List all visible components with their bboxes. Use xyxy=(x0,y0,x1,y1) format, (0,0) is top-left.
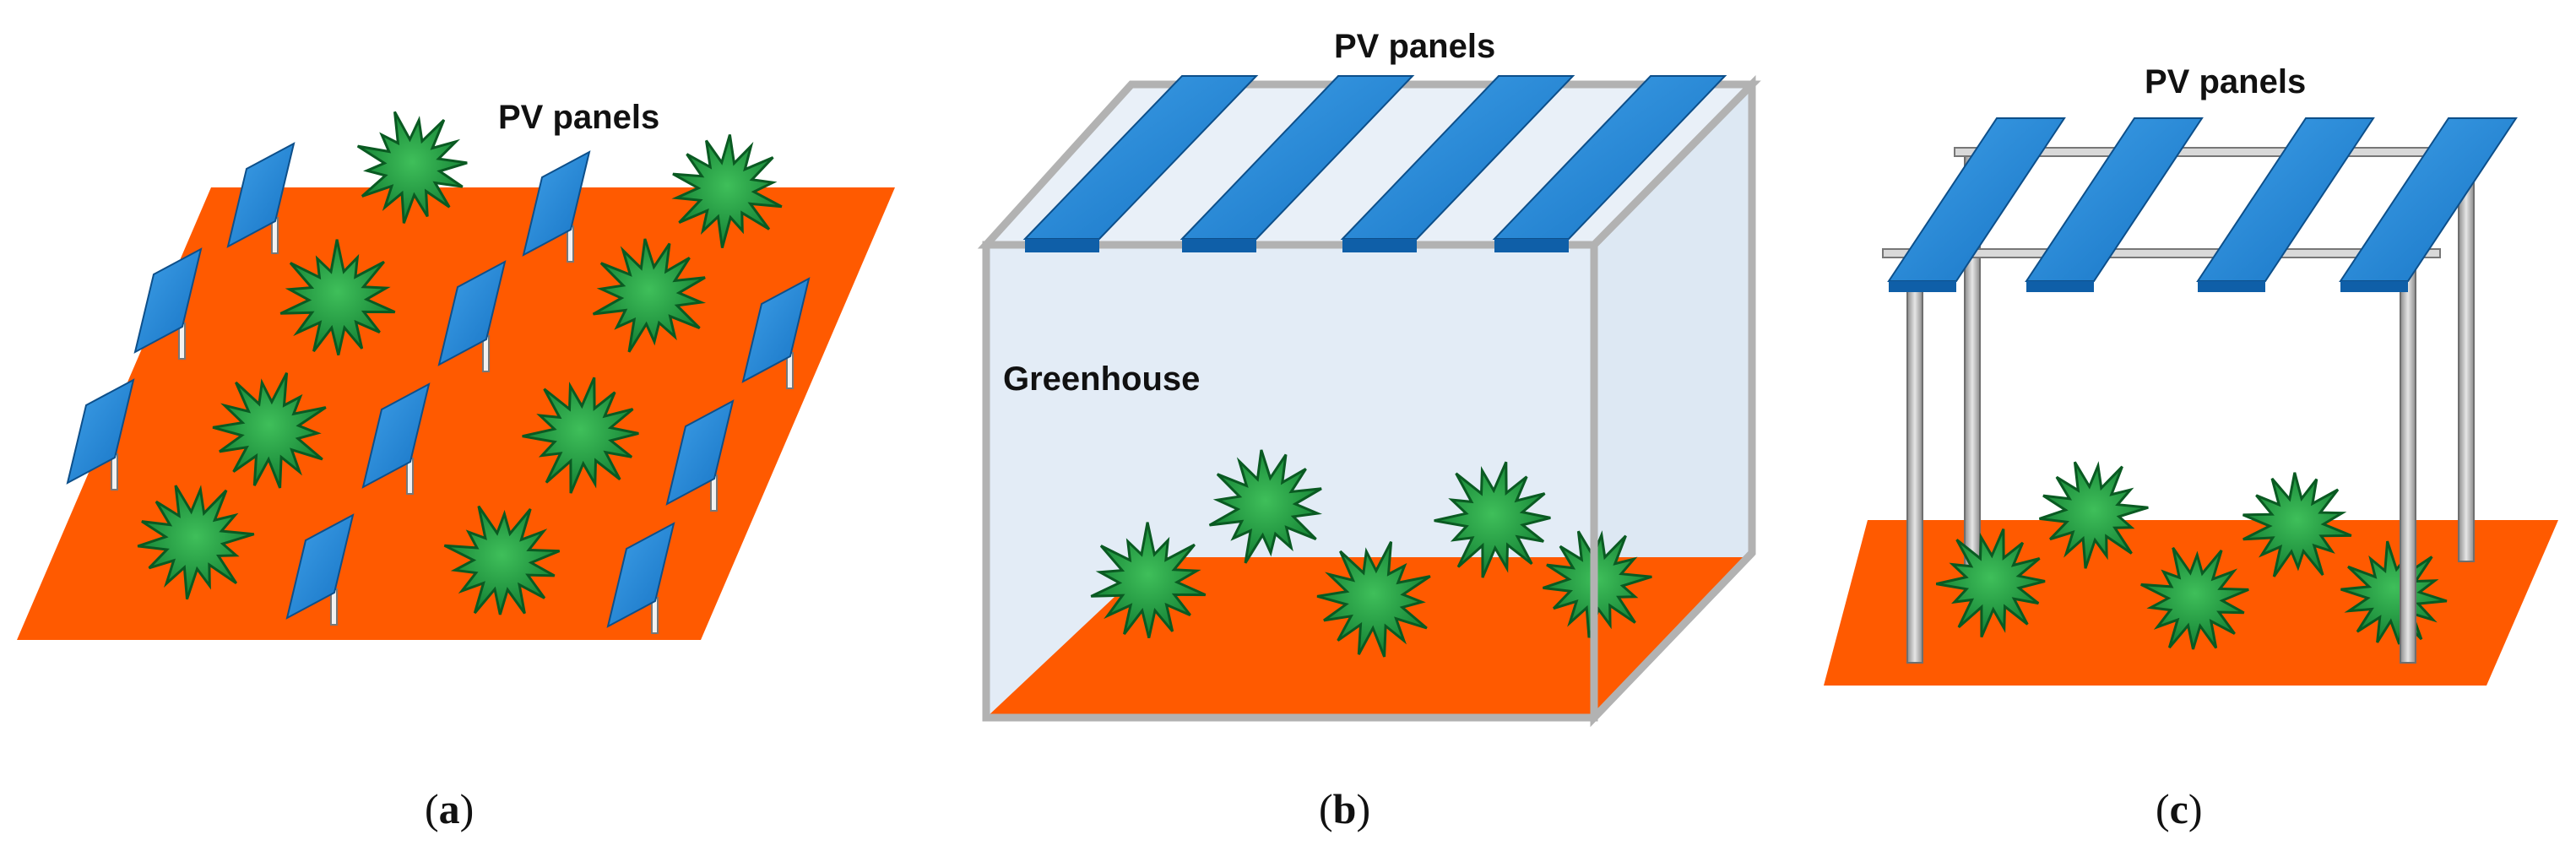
pv-panel-edge xyxy=(2340,281,2408,292)
field-ground xyxy=(17,187,895,640)
plant-icon xyxy=(356,111,468,224)
pv-panel-icon xyxy=(133,247,203,354)
support-pole-group xyxy=(1906,252,2416,664)
plant-icon xyxy=(1316,541,1431,658)
pv-panel-edge xyxy=(1182,239,1256,252)
support-pole xyxy=(1906,252,1923,664)
panel-b: PV panels Greenhouse (b) xyxy=(977,28,1761,832)
plant-icon xyxy=(1935,528,2046,638)
plant-icon xyxy=(2140,546,2249,650)
pv-panel-icon xyxy=(606,522,675,628)
pv-panel-group xyxy=(66,142,811,634)
plant-group xyxy=(1935,461,2448,650)
pv-panel-edge xyxy=(2198,281,2265,292)
plant-icon xyxy=(1090,522,1207,638)
plant-icon xyxy=(137,485,255,600)
pv-panel-icon xyxy=(741,277,811,383)
pv-panel-edge xyxy=(1494,239,1569,252)
plant-icon xyxy=(671,134,783,248)
figure-caption-c: (c) xyxy=(2156,785,2203,832)
plant-icon xyxy=(2340,540,2448,645)
pv-panel-edge xyxy=(1889,281,1956,292)
pv-panels-label: PV panels xyxy=(1334,28,1495,65)
plant-icon xyxy=(1434,461,1551,578)
plant-icon xyxy=(592,238,707,353)
pv-panel-group xyxy=(1887,117,2518,292)
panel-c: PV panels (c) xyxy=(1824,63,2558,832)
pv-panel-edge xyxy=(1025,239,1099,252)
frame-edge xyxy=(1591,550,1755,721)
greenhouse-label: Greenhouse xyxy=(1003,360,1200,398)
support-pole xyxy=(2400,252,2416,664)
pv-panel-icon xyxy=(361,382,431,489)
pv-panel-edge xyxy=(1342,239,1417,252)
pv-panel-icon xyxy=(522,150,591,257)
pv-panel-icon xyxy=(66,378,135,485)
support-rail xyxy=(1882,248,2441,258)
pv-panel-edge xyxy=(2026,281,2094,292)
pv-panel-icon xyxy=(437,260,507,366)
plant-icon xyxy=(1208,449,1323,564)
pv-panel-icon xyxy=(285,513,355,620)
pv-panels-label: PV panels xyxy=(498,99,659,136)
support-pole xyxy=(2458,151,2475,562)
figure-caption-b: (b) xyxy=(1319,785,1370,832)
plant-icon xyxy=(443,505,561,615)
plant-group xyxy=(137,111,783,615)
pv-panel-icon xyxy=(226,142,296,248)
pv-panel-group xyxy=(1022,75,1727,252)
plant-icon xyxy=(2242,472,2352,577)
pv-panel-icon xyxy=(665,399,735,506)
plant-icon xyxy=(522,377,639,494)
plant-icon xyxy=(2039,461,2149,569)
plant-icon xyxy=(279,239,396,355)
panel-a: PV panels (a) xyxy=(17,99,895,832)
pv-panels-label: PV panels xyxy=(2145,63,2306,100)
plant-icon xyxy=(212,372,327,489)
figure-caption-a: (a) xyxy=(425,785,474,832)
